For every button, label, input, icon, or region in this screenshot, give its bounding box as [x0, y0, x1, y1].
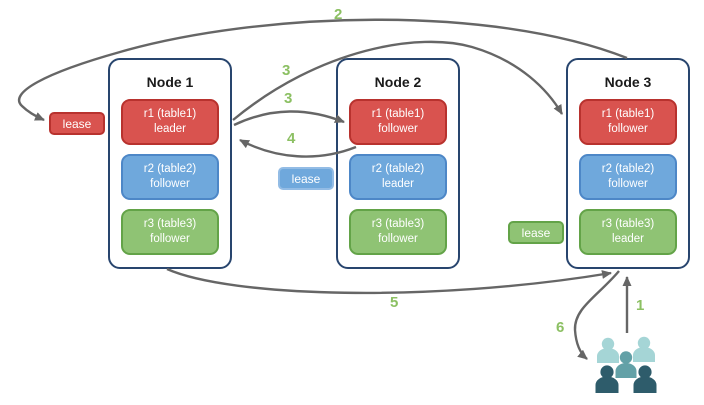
node-2-replica-r2: r2 (table2) leader: [349, 154, 447, 200]
replica-label: r1 (table1): [601, 108, 655, 121]
step-label-3b: 3: [284, 90, 293, 107]
replica-role: leader: [612, 233, 644, 245]
node-2-title: Node 2: [374, 74, 422, 90]
node-2-replica-r1: r1 (table1) follower: [349, 99, 447, 145]
replica-role: leader: [382, 178, 414, 190]
lease-badge-red: lease: [49, 112, 105, 135]
node-2: Node 2 r1 (table1) follower r2 (table2) …: [336, 58, 460, 269]
step-label-1: 1: [636, 297, 645, 314]
replica-label: r3 (table3): [601, 218, 655, 231]
node-3: Node 3 r1 (table1) follower r2 (table2) …: [566, 58, 690, 269]
arrow-step-3-short: [233, 110, 345, 127]
node-3-replica-r3: r3 (table3) leader: [579, 209, 677, 255]
node-3-replica-r2: r2 (table2) follower: [579, 154, 677, 200]
replica-role: leader: [154, 123, 186, 135]
replica-label: r1 (table1): [143, 108, 197, 121]
replica-role: follower: [150, 233, 190, 245]
replica-role: follower: [608, 123, 648, 135]
replica-label: r2 (table2): [371, 163, 425, 176]
arrow-step-5: [166, 267, 612, 295]
step-label-6: 6: [556, 319, 565, 336]
lease-badge-green: lease: [508, 221, 564, 244]
node-1-replica-r3: r3 (table3) follower: [121, 209, 219, 255]
replica-label: r2 (table2): [143, 163, 197, 176]
node-3-replica-r1: r1 (table1) follower: [579, 99, 677, 145]
step-label-3a: 3: [282, 62, 291, 79]
replica-role: follower: [608, 178, 648, 190]
users-group-icon: [595, 336, 657, 393]
node-3-title: Node 3: [604, 74, 652, 90]
step-label-4: 4: [287, 130, 296, 147]
node-1-title: Node 1: [146, 74, 194, 90]
replica-role: follower: [378, 123, 418, 135]
replica-role: follower: [150, 178, 190, 190]
node-1: Node 1 r1 (table1) leader r2 (table2) fo…: [108, 58, 232, 269]
replica-label: r3 (table3): [143, 218, 197, 231]
replica-label: r2 (table2): [601, 163, 655, 176]
replica-label: r1 (table1): [371, 108, 425, 121]
replica-role: follower: [378, 233, 418, 245]
lease-badge-blue: lease: [278, 167, 334, 190]
arrow-step-6: [573, 270, 620, 360]
node-2-replica-r3: r3 (table3) follower: [349, 209, 447, 255]
step-label-2: 2: [334, 6, 343, 23]
node-1-replica-r1: r1 (table1) leader: [121, 99, 219, 145]
step-label-5: 5: [390, 294, 399, 311]
node-1-replica-r2: r2 (table2) follower: [121, 154, 219, 200]
replica-label: r3 (table3): [371, 218, 425, 231]
